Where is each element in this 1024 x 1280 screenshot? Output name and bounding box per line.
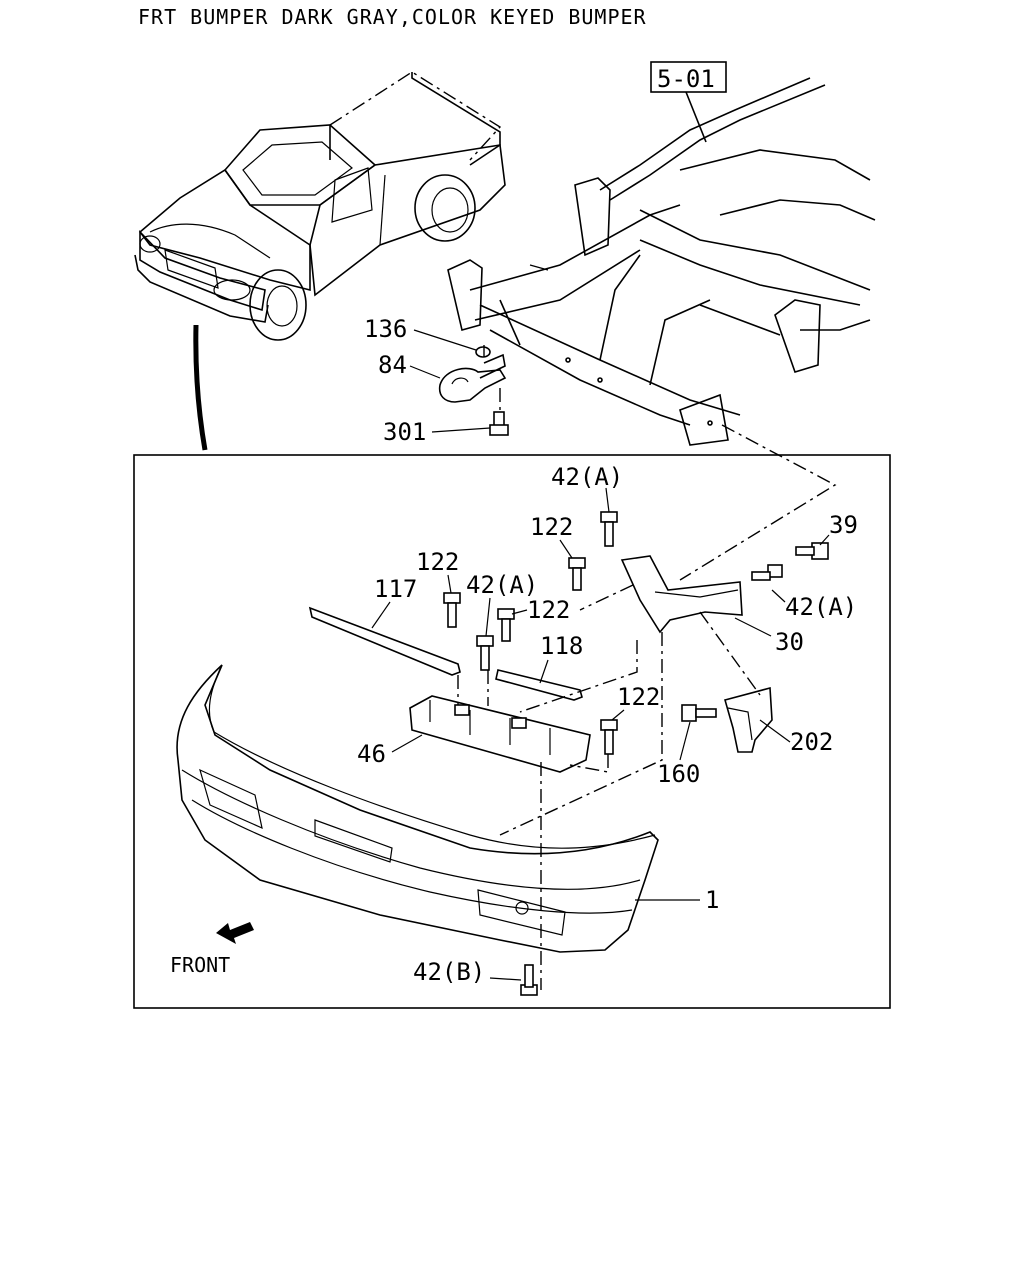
truck-illustration [134,71,506,341]
callout-202: 202 [790,728,833,756]
bracket-202[interactable] [724,686,773,753]
callout-160: 160 [657,760,700,788]
tow-hook-group[interactable] [438,345,509,436]
callout-301: 301 [383,418,426,446]
reinforcement-117[interactable] [308,606,461,676]
callout-42a-mid: 42(A) [466,571,538,599]
bolt-301[interactable] [489,424,509,436]
callout-122-c: 122 [527,596,570,624]
callout-118: 118 [540,632,583,660]
front-arrow-icon [216,922,254,944]
callout-42b: 42(B) [413,958,485,986]
callout-84: 84 [378,351,407,379]
reference-box-frame [650,61,727,93]
callout-122-b: 122 [416,548,459,576]
frame-detail-leader [679,424,837,581]
bolts [443,511,829,996]
frame-chassis [447,77,876,446]
reference-box[interactable]: 5-01 [650,61,727,93]
callout-46: 46 [357,740,386,768]
absorber-46[interactable] [409,695,591,773]
callout-136: 136 [364,315,407,343]
callout-39: 39 [829,511,858,539]
washer-136[interactable] [475,346,491,358]
diagram-title: FRT BUMPER DARK GRAY,COLOR KEYED BUMPER [138,5,647,29]
callout-1: 1 [705,886,719,914]
bracket-30[interactable] [620,555,743,634]
reference-leader [685,91,707,143]
detail-box [133,454,891,1009]
front-direction-indicator: FRONT [170,922,254,977]
reinforcement-118[interactable] [495,669,583,701]
bumper-fascia-1[interactable] [176,664,659,953]
detail-pointer [193,324,208,451]
callout-42a-right: 42(A) [785,593,857,621]
callout-30: 30 [775,628,804,656]
callout-122-d: 122 [617,683,660,711]
front-label: FRONT [170,953,230,977]
callout-122-a: 122 [530,513,573,541]
bumper-bracket[interactable] [620,555,773,753]
reference-box-label: 5-01 [657,65,715,93]
callout-42a-top: 42(A) [551,463,623,491]
tow-hook-84[interactable] [438,367,507,403]
callout-117: 117 [374,575,417,603]
